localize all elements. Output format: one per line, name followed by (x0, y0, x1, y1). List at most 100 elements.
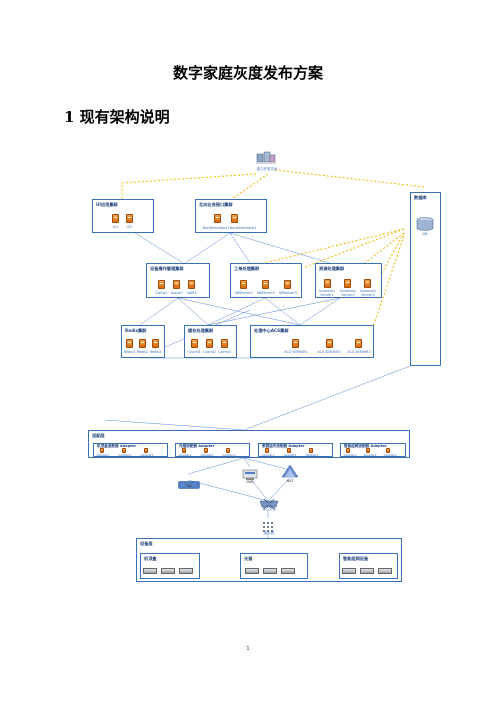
device-group-title: 光猫 (244, 556, 253, 561)
node-label: ACS SERVER1 (284, 350, 308, 354)
set-top-box-icon (143, 568, 157, 574)
server-icon (355, 339, 362, 348)
adapter-group-title: 智能组网适配器 Adapter (344, 444, 387, 448)
server-icon (206, 339, 213, 348)
node-label: OAM3 (186, 291, 197, 295)
node-label: UI1 (112, 225, 119, 229)
access-network-icon (262, 518, 276, 532)
adapter-node-label: Adapter2 (118, 453, 132, 457)
server-icon (214, 214, 221, 223)
server-icon (292, 339, 299, 348)
adapter-node-label: Adapter3 (222, 453, 236, 457)
node-label: Cache1 (188, 350, 201, 354)
server-icon (240, 280, 247, 289)
router-icon (360, 568, 374, 574)
server-icon (126, 339, 133, 348)
device-group: 智能组网设备 (339, 553, 398, 579)
adapter-node-label: Adapter3 (140, 453, 154, 457)
node-label: DB (422, 232, 428, 236)
server-icon (182, 448, 186, 453)
server-icon (112, 214, 119, 223)
access-network-label: 接入网 (263, 531, 275, 535)
platform-label: 能力开放平台 (256, 167, 278, 171)
adapter-node-label: Adapter1 (343, 453, 357, 457)
router-icon (342, 568, 356, 574)
router-icon (378, 568, 392, 574)
adapter-group: 智能组网适配器 Adapter (340, 443, 406, 457)
redis-cluster-title: Redis集群 (125, 328, 147, 333)
node-label: Cache2 (203, 350, 216, 354)
adapter-node-label: Adapter2 (200, 453, 214, 457)
server-icon (386, 448, 390, 453)
device-mgmt-cluster-title: 设备操作管理集群 (150, 266, 184, 271)
node-label: Cache3 (218, 350, 231, 354)
server-icon (221, 339, 228, 348)
adapter-group: 家庭组件适配器 Adapter (258, 443, 333, 457)
adapter-layer-title: 适配层 (92, 433, 105, 438)
server-icon (191, 339, 198, 348)
dns-label: DNS (246, 480, 254, 484)
server-icon (139, 339, 146, 348)
adapter-node-label: Adapter1 (261, 453, 275, 457)
ui-cluster: UI应用集群 (92, 199, 154, 233)
server-icon (262, 280, 269, 289)
node-label: Redis1 (123, 350, 136, 354)
adapter-node-label: Adapter3 (383, 453, 397, 457)
server-icon (284, 280, 291, 289)
server-icon (152, 339, 159, 348)
adapter-node-label: Adapter2 (283, 453, 297, 457)
database-icon (416, 216, 434, 231)
server-icon (366, 448, 370, 453)
modem-icon (245, 568, 259, 574)
northbound-cluster-title: 北向业务接口集群 (199, 202, 233, 207)
node-label: Oams2 (170, 291, 183, 295)
node-label: Inventory Server1 (318, 289, 336, 297)
server-icon (226, 448, 230, 453)
server-icon (144, 448, 148, 453)
server-icon (188, 280, 195, 289)
database-title: 数据库 (414, 195, 427, 200)
node-label: Oams1 (155, 291, 168, 295)
node-label: NBServer1 (234, 291, 254, 295)
server-icon (364, 279, 371, 288)
resource-cluster-title: 资源处理集群 (319, 266, 345, 271)
node-label: Redis2 (136, 350, 149, 354)
node-label: ACS SERVER2 (317, 350, 341, 354)
server-icon (309, 448, 313, 453)
server-icon (122, 448, 126, 453)
server-icon (346, 448, 350, 453)
device-group: 机顶盒 (140, 553, 200, 579)
server-icon (204, 448, 208, 453)
node-label: UI2 (126, 225, 133, 229)
device-group-title: 机顶盒 (144, 556, 157, 561)
server-icon (287, 448, 291, 453)
node-label: Inventory Server3 (359, 289, 377, 297)
set-top-box-icon (179, 568, 193, 574)
server-icon (265, 448, 269, 453)
platform-icon (256, 150, 276, 164)
acs-cluster: 处理中心ACS集群 (250, 325, 374, 358)
device-group: 光猫 (240, 553, 308, 579)
document-title: 数字家庭灰度发布方案 (172, 64, 323, 82)
server-icon (100, 448, 104, 453)
section-heading: 1 现有架构说明 (64, 108, 170, 126)
server-icon (158, 280, 165, 289)
firewall-icon (178, 474, 200, 489)
modem-icon (263, 568, 277, 574)
core-switch-icon (258, 494, 280, 510)
ui-cluster-title: UI应用集群 (96, 202, 118, 207)
modem-icon (281, 568, 295, 574)
acs-cluster-title: 处理中心ACS集群 (254, 328, 289, 333)
server-icon (344, 279, 351, 288)
cache-cluster-title: 缓存处理集群 (188, 328, 214, 333)
adapter-group: 光猫适配器 Adapter (175, 443, 250, 457)
adapter-node-label: Adapter1 (178, 453, 192, 457)
adapter-group-title: 光猫适配器 Adapter (179, 444, 215, 448)
set-top-box-icon (161, 568, 175, 574)
server-icon (326, 339, 333, 348)
adapter-group-title: 家庭组件适配器 Adapter (262, 444, 305, 448)
server-icon (324, 279, 331, 288)
nat-icon (281, 463, 299, 478)
node-label: ACS SERVER3 (347, 350, 371, 354)
adapter-node-label: Adapter3 (305, 453, 319, 457)
